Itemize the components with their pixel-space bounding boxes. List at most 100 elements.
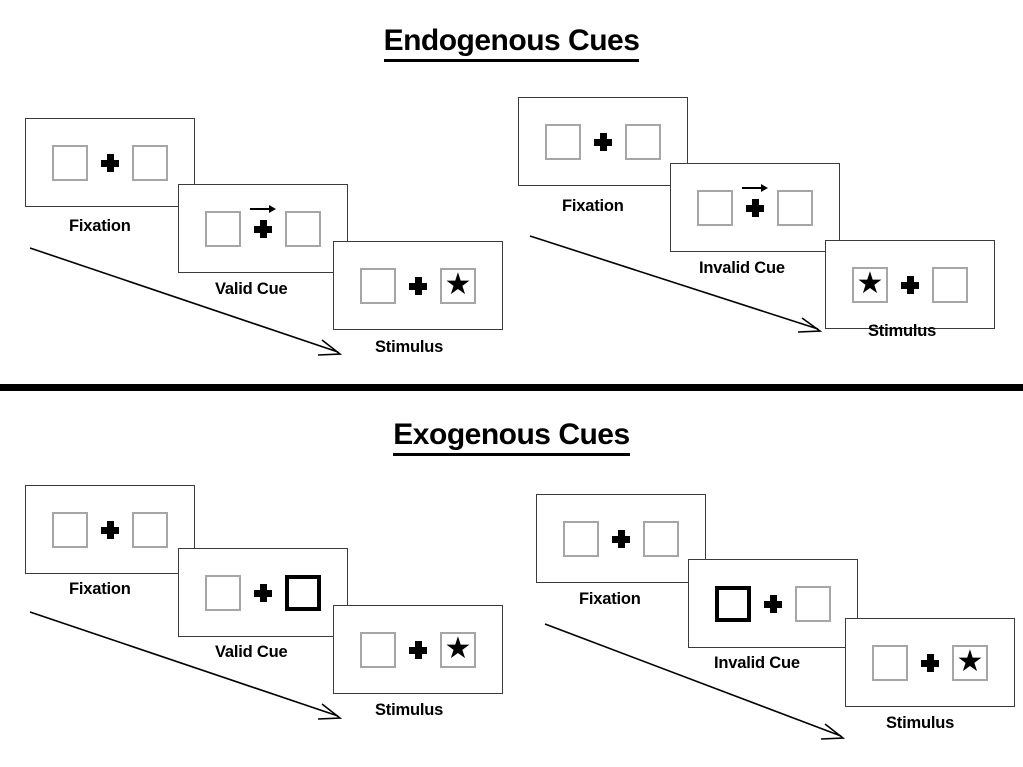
time-flow-arrow-exogenous-invalid <box>544 623 855 749</box>
placeholder-box-right <box>285 210 321 247</box>
fixation-cross-icon <box>101 153 119 172</box>
frame-exogenous-invalid-cue <box>688 559 858 648</box>
placeholder-box-left <box>872 644 908 681</box>
fixation-cross-icon <box>594 132 612 151</box>
arrow-right-cue-icon <box>250 204 276 214</box>
placeholder-box-right <box>132 144 168 181</box>
placeholder-box-left <box>563 520 599 557</box>
frame-content <box>179 185 347 272</box>
fixation-cross-slot <box>241 204 285 238</box>
arrow-shaft <box>742 186 763 189</box>
caption-endogenous-invalid-stimulus: Stimulus <box>868 322 937 340</box>
frame-content: ★ <box>846 619 1014 706</box>
placeholder-box-left <box>52 511 88 548</box>
fixation-cross-slot <box>599 529 643 548</box>
placeholder-box-right <box>643 520 679 557</box>
fixation-cross-icon <box>746 198 764 217</box>
caption-endogenous-invalid-cue: Invalid Cue <box>699 259 785 277</box>
caption-exogenous-invalid-fixation: Fixation <box>579 590 641 608</box>
arrow-right-cue-icon <box>742 183 768 193</box>
fixation-cross-slot <box>88 520 132 539</box>
frame-exogenous-invalid-stimulus: ★ <box>845 618 1015 707</box>
section-title-exogenous-text: Exogenous Cues <box>393 418 630 456</box>
frame-content: ★ <box>334 242 502 329</box>
frame-endogenous-valid-cue <box>178 184 348 273</box>
fixation-cross-slot <box>888 275 932 294</box>
placeholder-box-right <box>132 511 168 548</box>
target-box-right: ★ <box>440 631 476 668</box>
fixation-cross-slot <box>581 132 625 151</box>
caption-exogenous-valid-cue: Valid Cue <box>215 643 288 661</box>
section-title-endogenous-text: Endogenous Cues <box>383 24 640 62</box>
box-row: ★ <box>852 266 968 303</box>
box-row <box>545 123 661 160</box>
fixation-cross-slot <box>241 583 285 602</box>
fixation-cross-icon <box>901 275 919 294</box>
target-box-left: ★ <box>852 266 888 303</box>
box-row: ★ <box>872 644 988 681</box>
caption-endogenous-valid-cue: Valid Cue <box>215 280 288 298</box>
fixation-cross-icon <box>409 640 427 659</box>
placeholder-box-right <box>625 123 661 160</box>
section-divider <box>0 384 1023 391</box>
fixation-cross-slot <box>396 276 440 295</box>
box-row <box>697 183 813 226</box>
placeholder-box-left <box>205 210 241 247</box>
fixation-cross-icon <box>101 520 119 539</box>
fixation-cross-icon <box>612 529 630 548</box>
star-target-icon: ★ <box>444 267 472 301</box>
frame-exogenous-valid-fixation <box>25 485 195 574</box>
fixation-cross-slot <box>396 640 440 659</box>
frame-exogenous-invalid-fixation <box>536 494 706 583</box>
frame-endogenous-invalid-stimulus: ★ <box>825 240 995 329</box>
placeholder-box-left <box>697 189 733 226</box>
caption-exogenous-invalid-cue: Invalid Cue <box>714 654 800 672</box>
fixation-cross-slot <box>88 153 132 172</box>
frame-content <box>179 549 347 636</box>
section-title-exogenous: Exogenous Cues <box>0 418 1023 456</box>
caption-exogenous-valid-stimulus: Stimulus <box>375 701 444 719</box>
fixation-cross-slot <box>908 653 952 672</box>
box-row <box>52 511 168 548</box>
frame-endogenous-invalid-cue <box>670 163 840 252</box>
box-row <box>52 144 168 181</box>
fixation-cross-icon <box>409 276 427 295</box>
placeholder-box-right <box>795 585 831 622</box>
arrow-head <box>761 183 768 192</box>
frame-content <box>671 164 839 251</box>
box-row <box>205 574 321 611</box>
frame-endogenous-valid-fixation <box>25 118 195 207</box>
fixation-cross-icon <box>921 653 939 672</box>
fixation-cross-icon <box>254 583 272 602</box>
arrow-head <box>269 204 276 213</box>
placeholder-box-left <box>545 123 581 160</box>
frame-exogenous-valid-stimulus: ★ <box>333 605 503 694</box>
star-target-icon: ★ <box>444 631 472 665</box>
box-row <box>563 520 679 557</box>
caption-endogenous-valid-fixation: Fixation <box>69 217 131 235</box>
frame-content <box>537 495 705 582</box>
caption-exogenous-invalid-stimulus: Stimulus <box>886 714 955 732</box>
frame-content <box>26 119 194 206</box>
frame-endogenous-valid-stimulus: ★ <box>333 241 503 330</box>
frame-exogenous-valid-cue <box>178 548 348 637</box>
frame-content: ★ <box>826 241 994 328</box>
fixation-cross-icon <box>764 594 782 613</box>
box-row <box>205 204 321 247</box>
star-target-icon: ★ <box>956 644 984 678</box>
frame-content <box>26 486 194 573</box>
fixation-cross-slot <box>733 183 777 217</box>
time-flow-arrow-endogenous-valid <box>29 247 350 363</box>
placeholder-box-right <box>777 189 813 226</box>
section-title-endogenous: Endogenous Cues <box>0 24 1023 62</box>
placeholder-box-left <box>52 144 88 181</box>
placeholder-box-left <box>360 267 396 304</box>
cued-box-right <box>285 574 321 611</box>
fixation-cross-icon <box>254 219 272 238</box>
frame-content <box>519 98 687 185</box>
time-flow-arrow-exogenous-valid <box>29 611 350 727</box>
cued-box-left <box>715 585 751 622</box>
caption-endogenous-invalid-fixation: Fixation <box>562 197 624 215</box>
placeholder-box-left <box>360 631 396 668</box>
caption-exogenous-valid-fixation: Fixation <box>69 580 131 598</box>
